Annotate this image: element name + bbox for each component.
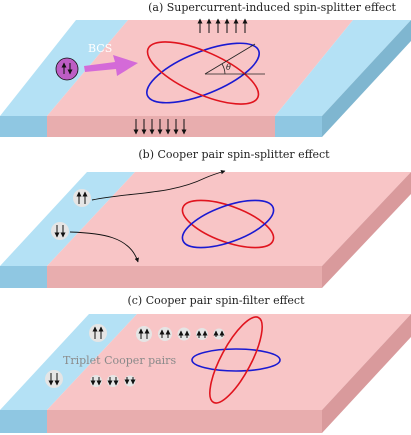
pair-down-circle: [51, 222, 69, 240]
theta-arc: [221, 63, 226, 75]
panel-b: (b) Cooper pair spin-splitter effect: [0, 148, 411, 288]
pair-up-circle: [73, 189, 91, 207]
bcs-pair-circle: [55, 57, 79, 81]
panel-c-blue-ellipse: [191, 348, 281, 372]
sc-pair-up-arrows: [92, 326, 104, 339]
panel-a-sc-right-top: [275, 20, 411, 116]
panel-a-am-top: [47, 20, 353, 116]
panel-b-sc-top: [0, 172, 135, 266]
sc-pair-down-circle: [45, 370, 63, 388]
panel-a-sc-left-front: [0, 116, 47, 137]
sc-pair-up-circle: [89, 324, 107, 342]
panel-c-side: [322, 314, 411, 433]
triplet-label: Triplet Cooper pairs: [63, 354, 176, 367]
am-up-pairs: [136, 326, 225, 342]
am-down-pairs: [90, 375, 136, 387]
theta-angled-line: [204, 43, 256, 75]
panel-a-blue-ellipse: [146, 42, 260, 104]
panel-b-side: [322, 172, 411, 288]
panel-a-sc-right-front: [275, 116, 322, 137]
bcs-spin-arrows: [61, 62, 73, 75]
panel-c-red-ellipse: [209, 316, 263, 404]
panel-a-caption: (a) Supercurrent-induced spin-splitter e…: [148, 1, 396, 14]
panel-a-red-ellipse: [146, 41, 260, 105]
panel-b-am-front: [47, 266, 322, 288]
panel-b-am-top: [47, 172, 411, 266]
trajectory-down: [69, 231, 139, 263]
panel-a-am-front: [47, 116, 275, 137]
panel-a-side: [322, 20, 411, 137]
bcs-supercurrent-arrow: [84, 55, 138, 76]
pair-up-arrows: [76, 191, 88, 204]
spin-up-arrows: [197, 18, 248, 33]
panel-b-caption: (b) Cooper pair spin-splitter effect: [138, 148, 330, 161]
theta-label: θ: [226, 63, 231, 72]
panel-c-am-front: [47, 410, 322, 433]
panel-b-blue-ellipse: [181, 199, 275, 249]
trajectory-up: [91, 169, 226, 201]
panel-b-sc-front: [0, 266, 47, 288]
sc-pair-down-arrows: [48, 373, 60, 386]
panel-c: (c) Cooper pair spin-filter effect: [0, 294, 411, 433]
panel-b-red-ellipse: [181, 199, 275, 249]
panel-a: (a) Supercurrent-induced spin-splitter e…: [0, 1, 411, 137]
bcs-label: BCS: [88, 42, 112, 55]
panel-c-caption: (c) Cooper pair spin-filter effect: [127, 294, 305, 307]
panel-c-sc-front: [0, 410, 47, 433]
spin-down-arrows: [133, 119, 187, 135]
pair-down-arrows: [54, 225, 66, 238]
